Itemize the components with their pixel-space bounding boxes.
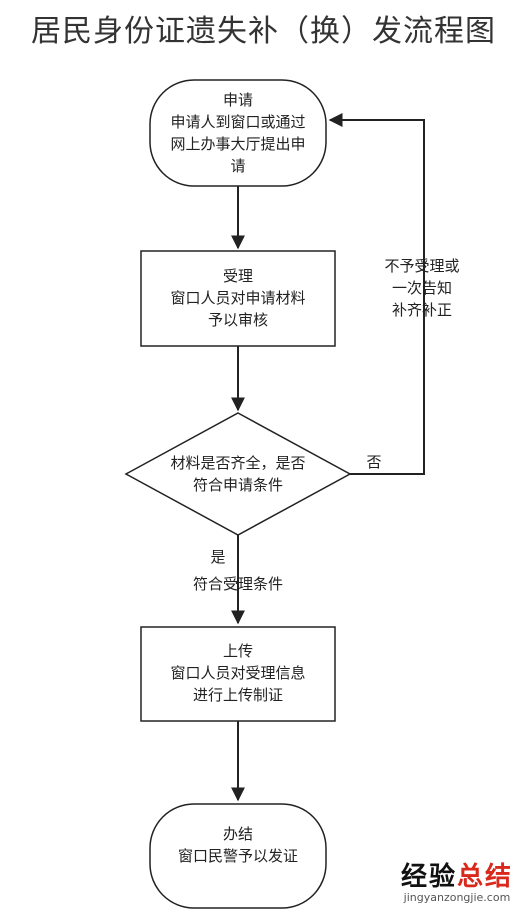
end-terminal-shape (149, 803, 327, 909)
apply-desc-line: 请 (230, 157, 246, 175)
accept-desc-line: 予以审核 (207, 311, 268, 329)
upload-title: 上传 (222, 642, 253, 660)
finish-title: 办结 (222, 825, 253, 843)
watermark-logo-text: 经验总结 (400, 862, 513, 892)
accept-title: 受理 (222, 267, 253, 285)
yes-branch-note: 符合受理条件 (192, 575, 283, 593)
upload-process-shape (140, 626, 336, 722)
accept-node-text: 受理 窗口人员对申请材料 予以审核 (141, 265, 335, 331)
accept-desc-line: 窗口人员对申请材料 (170, 289, 306, 307)
no-branch-note: 不予受理或 一次告知 补齐补正 (362, 255, 482, 321)
watermark-url: jingyanzongjie.com (403, 891, 511, 904)
finish-node-text: 办结 窗口民警予以发证 (150, 823, 326, 867)
check-question-line: 材料是否齐全，是否 (170, 454, 306, 472)
page-title: 居民身份证遗失补（换）发流程图 (31, 14, 496, 49)
upload-desc-line: 进行上传制证 (192, 686, 283, 704)
no-note-line: 不予受理或 (384, 257, 460, 275)
no-note-line: 一次告知 (391, 279, 452, 297)
finish-desc-line: 窗口民警予以发证 (177, 847, 298, 865)
apply-title: 申请 (222, 91, 253, 109)
check-node-text: 材料是否齐全，是否 符合申请条件 (140, 452, 336, 496)
check-question-line: 符合申请条件 (192, 476, 283, 494)
watermark: 经验总结 jingyanzongjie.com (401, 863, 513, 904)
no-note-line: 补齐补正 (391, 301, 452, 319)
no-branch-label: 否 (366, 453, 382, 471)
yes-branch-label: 是 (210, 548, 226, 566)
apply-desc-line: 申请人到窗口或通过 (170, 113, 306, 131)
upload-node-text: 上传 窗口人员对受理信息 进行上传制证 (141, 640, 335, 706)
apply-node-text: 申请 申请人到窗口或通过 网上办事大厅提出申 请 (150, 89, 326, 177)
upload-desc-line: 窗口人员对受理信息 (170, 664, 306, 682)
arrow-no-back-to-apply (328, 113, 425, 475)
apply-desc-line: 网上办事大厅提出申 (170, 135, 306, 153)
